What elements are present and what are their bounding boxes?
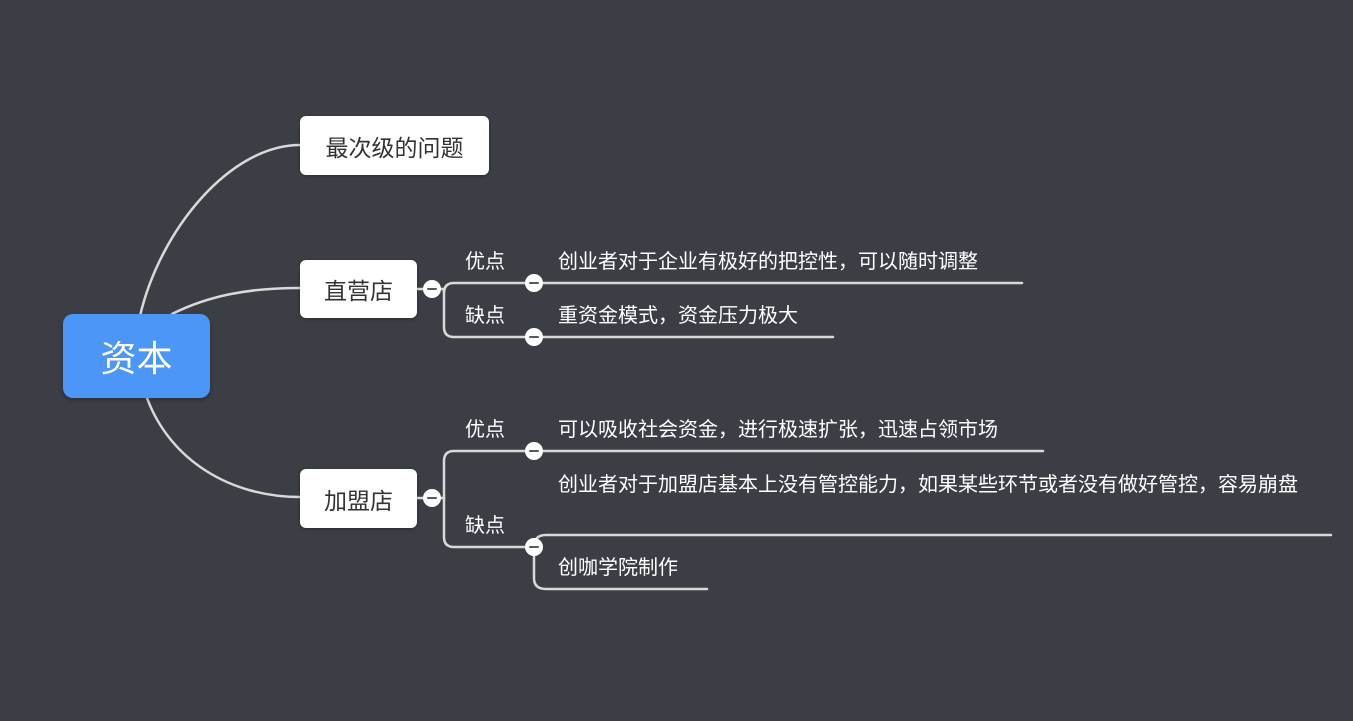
branch-label: 直营店 (324, 279, 393, 305)
branch-label: 最次级的问题 (325, 135, 464, 162)
connector-root-branch1 (138, 143, 302, 318)
connector-root-branch2 (170, 286, 302, 316)
connector-branch3-con (442, 496, 536, 549)
connector-branch3-con-first (532, 533, 1333, 549)
root-node[interactable]: 资本 (63, 314, 210, 398)
topic-cons[interactable]: 缺点 (465, 513, 505, 537)
collapse-toggle-direct-pros[interactable] (525, 274, 543, 292)
branch-label: 加盟店 (324, 488, 393, 515)
connector-branch2-con (442, 287, 536, 339)
topic-franchise-cons-detail[interactable]: 创业者对于加盟店基本上没有管控能力，如果某些环节或者没有做好管控，容易崩盘 (558, 472, 1298, 496)
topic-pros[interactable]: 优点 (465, 249, 505, 273)
topic-pros[interactable]: 优点 (465, 417, 505, 441)
connector-branch2-pro (442, 281, 536, 294)
branch-node-lowest-priority[interactable]: 最次级的问题 (300, 116, 489, 175)
topic-franchise-pros-detail[interactable]: 可以吸收社会资金，进行极速扩张，迅速占领市场 (558, 417, 998, 441)
branch-node-direct-store[interactable]: 直营店 (300, 260, 417, 318)
collapse-toggle-direct-store[interactable] (423, 280, 441, 298)
collapse-toggle-franchise-pros[interactable] (525, 442, 543, 460)
root-label: 资本 (100, 339, 173, 380)
collapse-toggle-direct-cons[interactable] (525, 328, 543, 346)
connector-root-branch3 (145, 396, 302, 499)
topic-direct-pros-detail[interactable]: 创业者对于企业有极好的把控性，可以随时调整 (558, 249, 978, 273)
collapse-toggle-franchise[interactable] (423, 489, 441, 507)
topic-watermark-note[interactable]: 创咖学院制作 (558, 555, 678, 579)
connector-branch3-pro (442, 449, 536, 500)
collapse-toggle-franchise-cons[interactable] (525, 538, 543, 556)
branch-node-franchise-store[interactable]: 加盟店 (300, 469, 417, 528)
topic-cons[interactable]: 缺点 (465, 303, 505, 327)
topic-direct-cons-detail[interactable]: 重资金模式，资金压力极大 (558, 303, 798, 327)
connector-branch3-con-second (532, 545, 709, 591)
